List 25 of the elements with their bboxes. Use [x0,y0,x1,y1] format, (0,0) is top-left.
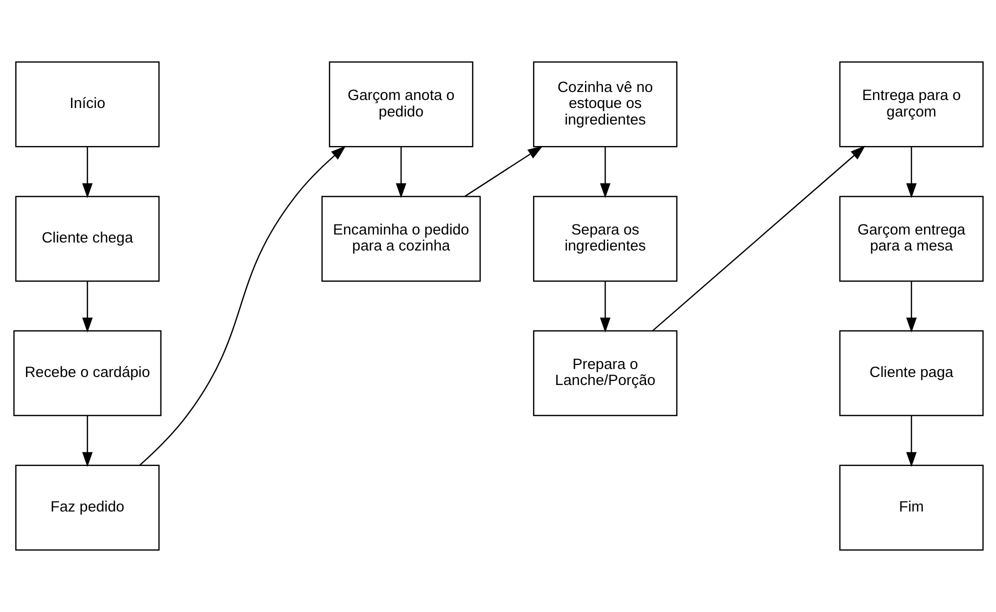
arrow [906,146,916,198]
node-box: Garçom entrega para a mesa [838,196,984,282]
arrow [600,146,610,198]
node-box: Cozinha vê no estoque os ingredientes [532,61,677,148]
node-box: Faz pedido [14,464,160,551]
node-box: Recebe o cardápio [12,330,161,416]
arrow [906,416,916,468]
arrow [600,281,610,333]
node-box: Entrega para o garçom [838,61,984,148]
arrow [906,281,916,333]
arrow [138,146,346,466]
node-box: Garçom anota o pedido [328,61,473,148]
node-box: Cliente paga [838,330,984,416]
node-box: Fim [838,464,984,551]
arrow [82,146,92,198]
node-box: Prepara o Lanche/Porção [532,330,677,416]
arrow [395,146,406,198]
node-box: Cliente chega [14,196,160,282]
node-box: Início [14,61,160,148]
arrow [82,416,92,468]
node-box: Encaminha o pedido para a cozinha [320,196,480,282]
arrow [82,281,92,333]
arrow [464,146,542,197]
node-box: Separa os ingredientes [532,196,677,282]
arrow [652,146,865,332]
